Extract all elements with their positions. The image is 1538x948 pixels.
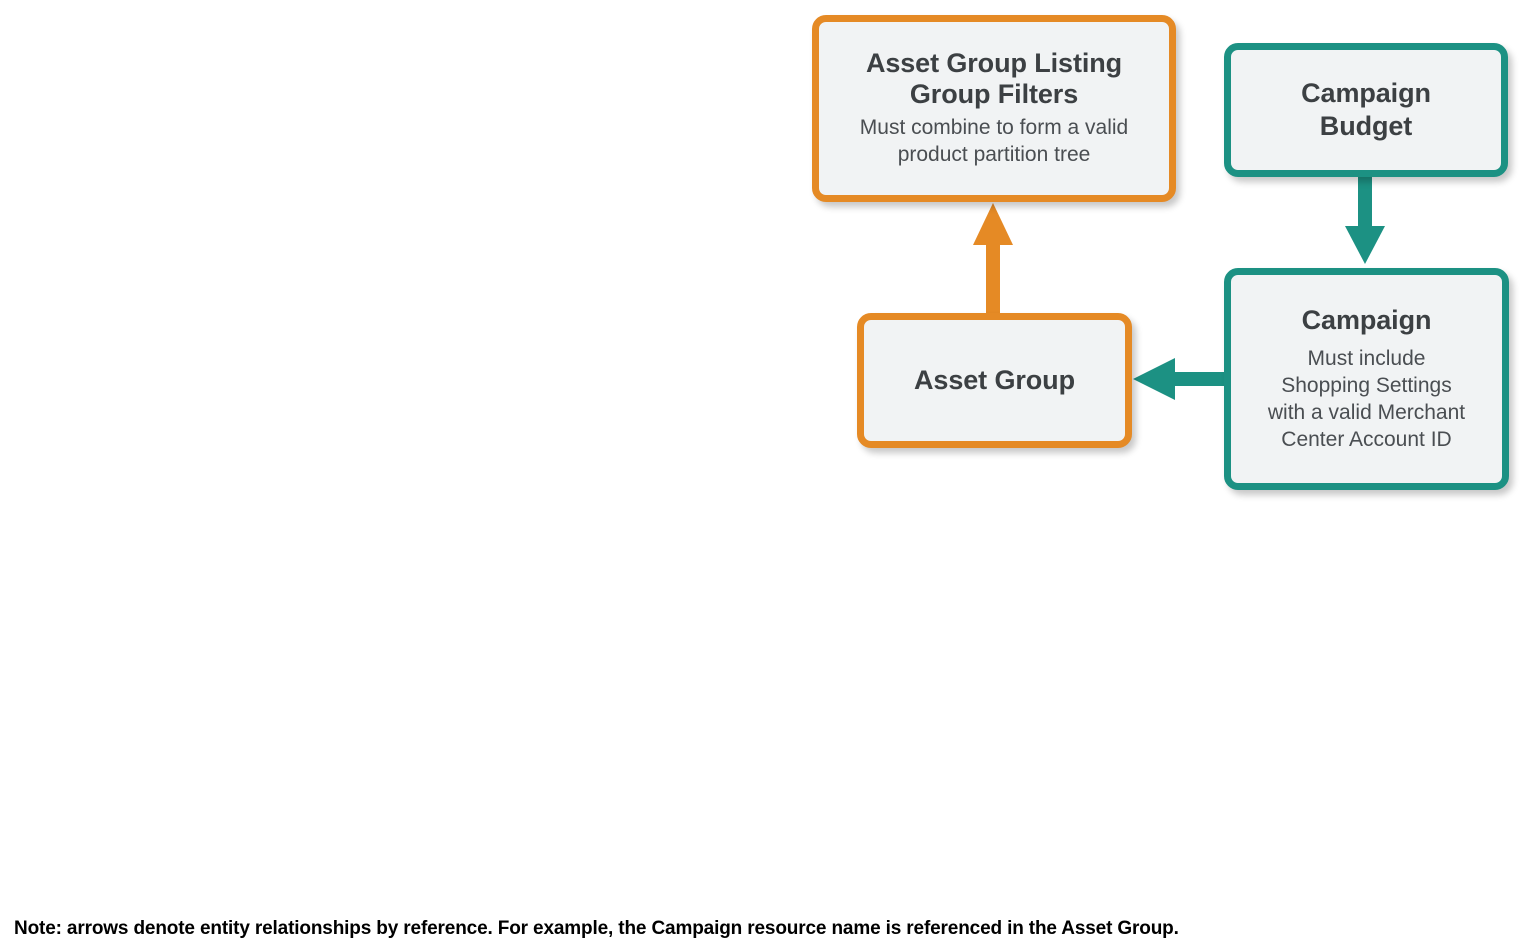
node-campaign[interactable]: Campaign Must include Shopping Settings … (1224, 268, 1509, 490)
diagram-note: Note: arrows denote entity relationships… (14, 918, 1179, 939)
edge-campaign-to-asset-group (1133, 358, 1227, 400)
node-title: Asset Group Listing Group Filters (865, 47, 1123, 110)
node-asset-group-listing-group-filters[interactable]: Asset Group Listing Group Filters Must c… (812, 15, 1176, 202)
node-title: Campaign Budget (1301, 78, 1431, 141)
edge-asset-group-to-listing-group-filters (973, 203, 1013, 315)
node-asset-group[interactable]: Asset Group (857, 313, 1132, 448)
node-description: Must combine to form a valid product par… (859, 116, 1129, 167)
node-title: Asset Group (914, 364, 1075, 395)
node-description: Must include Shopping Settings with a va… (1267, 347, 1466, 451)
edge-campaign-budget-to-campaign (1345, 175, 1385, 264)
node-title: Campaign (1301, 305, 1432, 335)
node-campaign-budget[interactable]: Campaign Budget (1224, 43, 1508, 177)
